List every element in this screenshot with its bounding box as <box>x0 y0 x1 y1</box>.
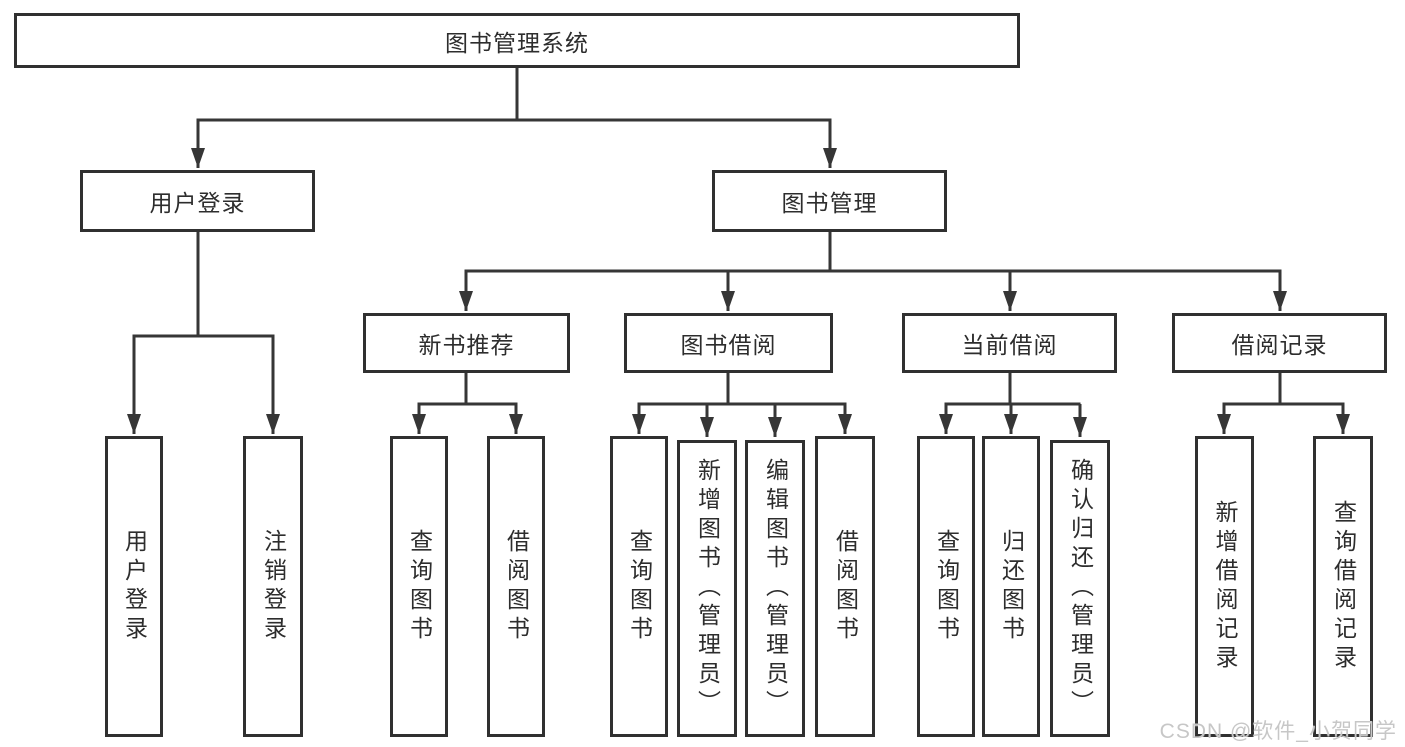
node-borrowing-records: 借阅记录 <box>1172 313 1387 373</box>
node-label: 借阅记录 <box>1231 332 1328 358</box>
leaf-add-books-admin: 新增图书（管理员） <box>677 440 737 737</box>
node-label: 当前借阅 <box>961 332 1058 358</box>
node-label: 查询图书 <box>626 528 653 645</box>
node-label: 用户登录 <box>149 190 246 216</box>
node-label: 查询图书 <box>406 528 433 645</box>
leaf-current-query-books: 查询图书 <box>917 436 975 737</box>
leaf-newbook-query-books: 查询图书 <box>390 436 448 737</box>
node-label: 注销登录 <box>260 528 287 645</box>
leaf-newbook-borrow-books: 借阅图书 <box>487 436 545 737</box>
node-label: 图书管理 <box>781 190 878 216</box>
node-label: 借阅图书 <box>832 528 859 645</box>
node-label: 新增图书（管理员） <box>694 458 721 719</box>
node-user-login-branch: 用户登录 <box>80 170 315 232</box>
node-book-management-branch: 图书管理 <box>712 170 947 232</box>
node-label: 查询图书 <box>933 528 960 645</box>
csdn-watermark: CSDN @软件_小贺同学 <box>1159 720 1397 743</box>
leaf-borrowing-query-books: 查询图书 <box>610 436 668 737</box>
node-library-management-system: 图书管理系统 <box>14 13 1020 68</box>
leaf-confirm-return-admin: 确认归还（管理员） <box>1050 440 1110 737</box>
leaf-edit-books-admin: 编辑图书（管理员） <box>745 440 805 737</box>
node-label: 图书借阅 <box>680 332 777 358</box>
leaf-user-login: 用户登录 <box>105 436 163 737</box>
node-label: 确认归还（管理员） <box>1067 458 1094 719</box>
leaf-query-borrow-record: 查询借阅记录 <box>1313 436 1373 737</box>
node-book-borrowing: 图书借阅 <box>624 313 833 373</box>
node-label: 借阅图书 <box>503 528 530 645</box>
node-current-borrowing: 当前借阅 <box>902 313 1117 373</box>
leaf-add-borrow-record: 新增借阅记录 <box>1195 436 1254 737</box>
leaf-return-books: 归还图书 <box>982 436 1040 737</box>
leaf-logout: 注销登录 <box>243 436 303 737</box>
node-new-book-recommendation: 新书推荐 <box>363 313 570 373</box>
node-label: 用户登录 <box>121 528 148 645</box>
node-label: 图书管理系统 <box>445 29 589 56</box>
node-label: 查询借阅记录 <box>1330 499 1357 674</box>
node-label: 编辑图书（管理员） <box>762 458 789 719</box>
node-label: 归还图书 <box>998 528 1025 645</box>
node-label: 新增借阅记录 <box>1212 499 1238 674</box>
node-label: 新书推荐 <box>418 332 515 358</box>
leaf-borrowing-borrow-books: 借阅图书 <box>815 436 875 737</box>
